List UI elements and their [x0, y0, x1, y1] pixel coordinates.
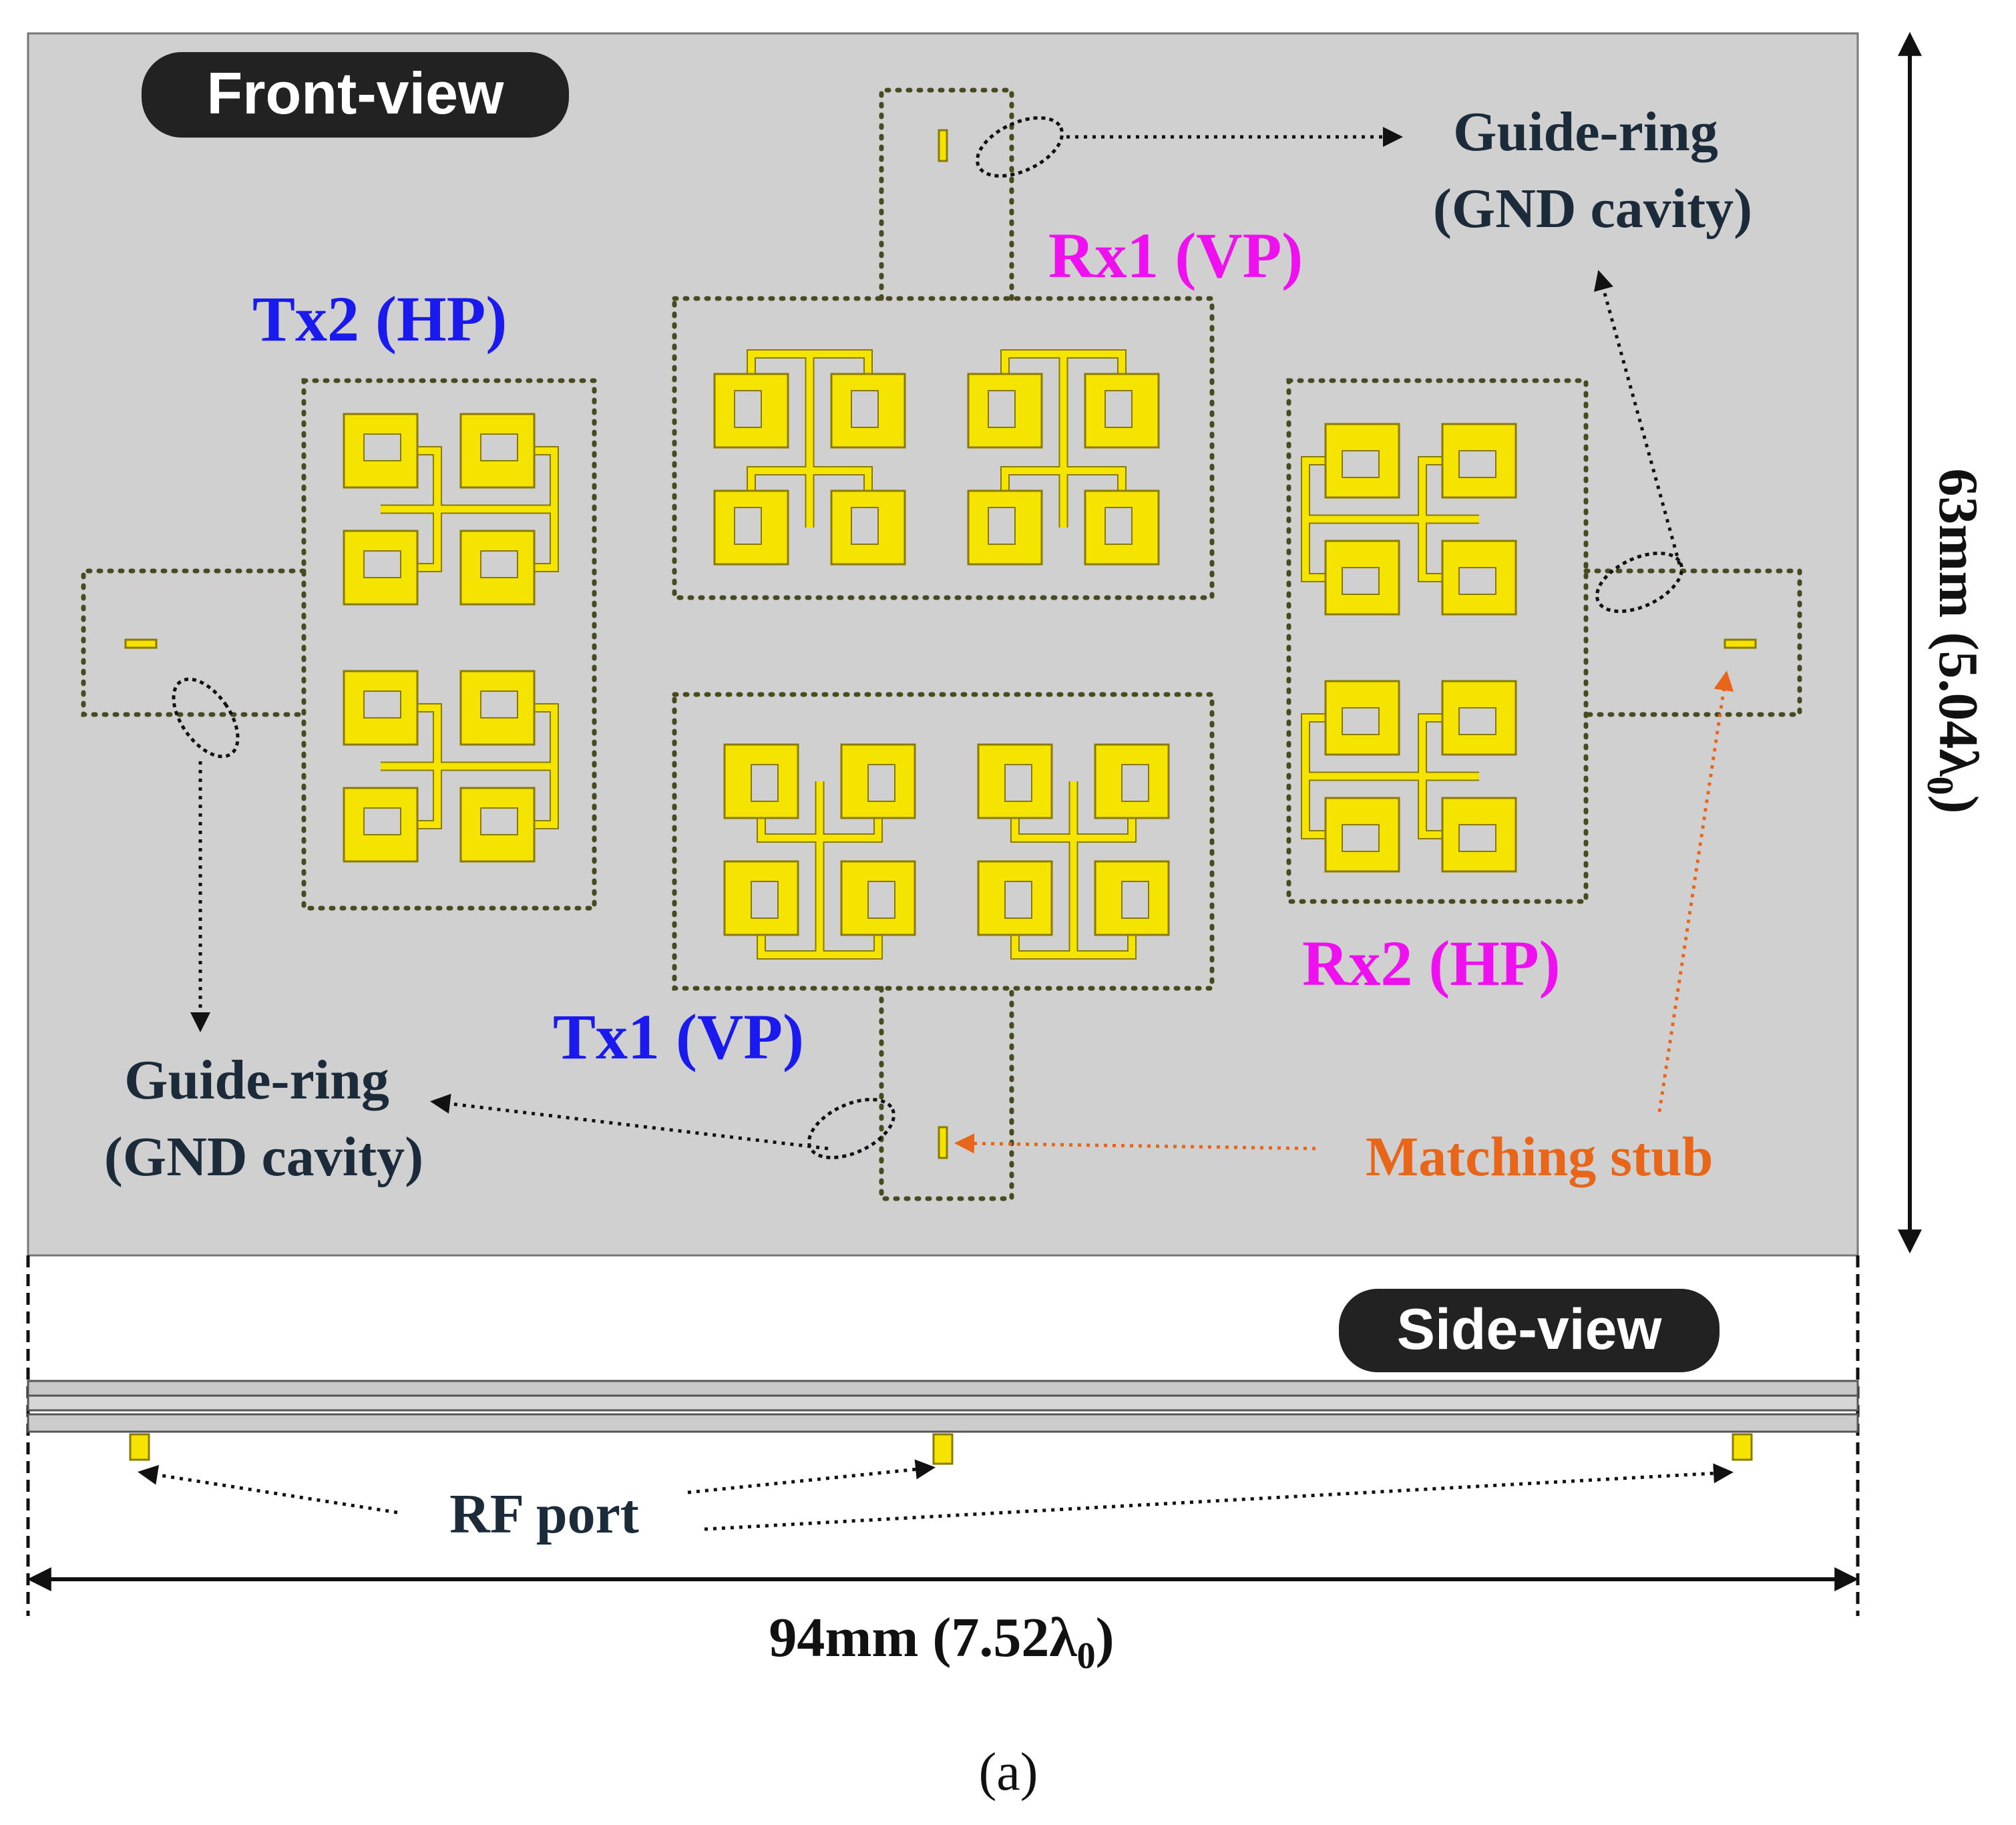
- patch-slot: [480, 433, 518, 461]
- height-dimension-label: 63mm (5.04λ0): [1919, 468, 1989, 813]
- front-view-board: [27, 32, 1859, 1257]
- rf-port-pin-right: [1732, 1433, 1753, 1461]
- subarray-unit-tx2-b: [343, 670, 559, 863]
- patch-slot: [1004, 764, 1032, 802]
- patch-slot: [1458, 450, 1496, 478]
- guide-ring-ellipse-bottom: [807, 1098, 895, 1159]
- tx2-cavity: [301, 378, 597, 911]
- side-view-badge-bg: [1339, 1289, 1720, 1372]
- front-view-badge: Front-view: [142, 52, 569, 138]
- tx2-label: Tx2 (HP): [252, 283, 507, 355]
- patch-slot: [734, 507, 762, 545]
- figure-caption: (a): [979, 1743, 1038, 1802]
- guide-ring-ellipse-left: [172, 677, 240, 759]
- rf-port-pin-center: [932, 1433, 954, 1465]
- guide-ring-cavity-bottom: [879, 986, 1014, 1201]
- matching-stub-top: [938, 129, 948, 162]
- width-dimension-text: 94mm (7.52λ: [769, 1607, 1077, 1669]
- patch-slot: [751, 764, 779, 802]
- arrow-guide-ring-bottom: [430, 1093, 829, 1151]
- subarray-unit-rx1-a: [713, 349, 906, 566]
- patch-slot: [1458, 707, 1496, 735]
- front-view-badge-text: Front-view: [207, 60, 504, 126]
- guide-ring-cavity-left: [81, 568, 307, 717]
- patch-slot: [480, 690, 518, 719]
- width-dimension-sub: 0: [1077, 1635, 1096, 1677]
- guide-ring-top-line1: Guide-ring: [1453, 101, 1718, 163]
- guide-ring-bottom-label: Guide-ring (GND cavity): [104, 1049, 423, 1188]
- patch-slot: [480, 807, 518, 835]
- substrate-top-layer: [27, 1380, 1859, 1397]
- patch-slot: [363, 433, 401, 461]
- guide-ring-cavity-right: [1583, 568, 1802, 717]
- patch-slot: [1104, 507, 1133, 545]
- rf-port-label: RF port: [449, 1483, 639, 1545]
- subarray-unit-rx1-b: [967, 349, 1160, 566]
- arrow-matching-stub-bottom: [954, 1133, 1316, 1154]
- patch-slot: [1342, 707, 1380, 735]
- patch-slot: [1458, 567, 1496, 595]
- patch-slot: [1342, 567, 1380, 595]
- patch-slot: [480, 550, 518, 578]
- guide-ring-bottom-line1: Guide-ring: [124, 1049, 389, 1111]
- substrate-bottom-layer: [27, 1413, 1859, 1433]
- matching-stub-arrows: [954, 670, 1734, 1154]
- matching-stub-left: [124, 638, 158, 649]
- patch-slot: [363, 550, 401, 578]
- patch-slot: [988, 390, 1016, 428]
- rx1-cavity: [672, 296, 1215, 600]
- guide-ring-top-line2: (GND cavity): [1433, 178, 1752, 240]
- patch-slot: [1342, 824, 1380, 852]
- patch-slot: [1004, 881, 1032, 919]
- matching-stub-bottom: [938, 1126, 948, 1159]
- height-dimension-sub: 0: [1919, 777, 1961, 795]
- patch-slot: [1458, 824, 1496, 852]
- subarray-unit-rx2-a: [1301, 423, 1517, 616]
- patch-slot: [988, 507, 1016, 545]
- patch-slot: [751, 881, 779, 919]
- patch-slot: [734, 390, 762, 428]
- width-dimension-close: ): [1096, 1607, 1115, 1669]
- patch-slot: [1104, 390, 1133, 428]
- matching-stub-right: [1724, 638, 1757, 649]
- width-dimension-label: 94mm (7.52λ0): [769, 1607, 1114, 1677]
- guide-ring-arrows: [190, 127, 1681, 1151]
- patch-slot: [851, 507, 879, 545]
- patch-slot: [363, 690, 401, 719]
- rx2-label: Rx2 (HP): [1302, 928, 1561, 999]
- substrate-middle-layer: [27, 1394, 1859, 1412]
- patch-slot: [1121, 881, 1149, 919]
- patch-slot: [1121, 764, 1149, 802]
- patch-slot: [867, 881, 895, 919]
- matching-stubs: [124, 129, 1757, 1159]
- subarray-unit-rx2-b: [1301, 680, 1517, 873]
- height-dimension-close: ): [1927, 795, 1989, 814]
- rx1-label: Rx1 (VP): [1048, 220, 1303, 291]
- subarray-unit-tx1-a: [723, 743, 916, 960]
- via-fences: [81, 87, 1802, 1201]
- subarray-unit-tx2-a: [343, 413, 559, 606]
- antenna-subarrays: [343, 349, 1517, 960]
- tx1-label: Tx1 (VP): [553, 1001, 804, 1072]
- guide-ring-ellipse-top: [976, 116, 1064, 178]
- height-dimension-text: 63mm (5.04λ: [1927, 468, 1989, 777]
- tx1-cavity: [672, 692, 1215, 991]
- guide-ring-bottom-line2: (GND cavity): [104, 1126, 423, 1188]
- side-view-badge-text: Side-view: [1397, 1297, 1663, 1362]
- arrow-guide-ring-right: [1593, 270, 1681, 565]
- arrow-rf-port-right: [704, 1463, 1734, 1531]
- side-view: Side-view RF port: [26, 1255, 1860, 1616]
- arrow-rf-port-center: [687, 1459, 936, 1494]
- rf-port-pin-left: [129, 1433, 150, 1461]
- patch-slot: [867, 764, 895, 802]
- subarray-unit-tx1-b: [977, 743, 1170, 960]
- guide-ring-top-label: Guide-ring (GND cavity): [1433, 101, 1752, 240]
- patch-slot: [1342, 450, 1380, 478]
- arrow-rf-port-left: [138, 1464, 398, 1514]
- patch-slot: [851, 390, 879, 428]
- patch-slot: [363, 807, 401, 835]
- matching-stub-label: Matching stub: [1366, 1126, 1713, 1188]
